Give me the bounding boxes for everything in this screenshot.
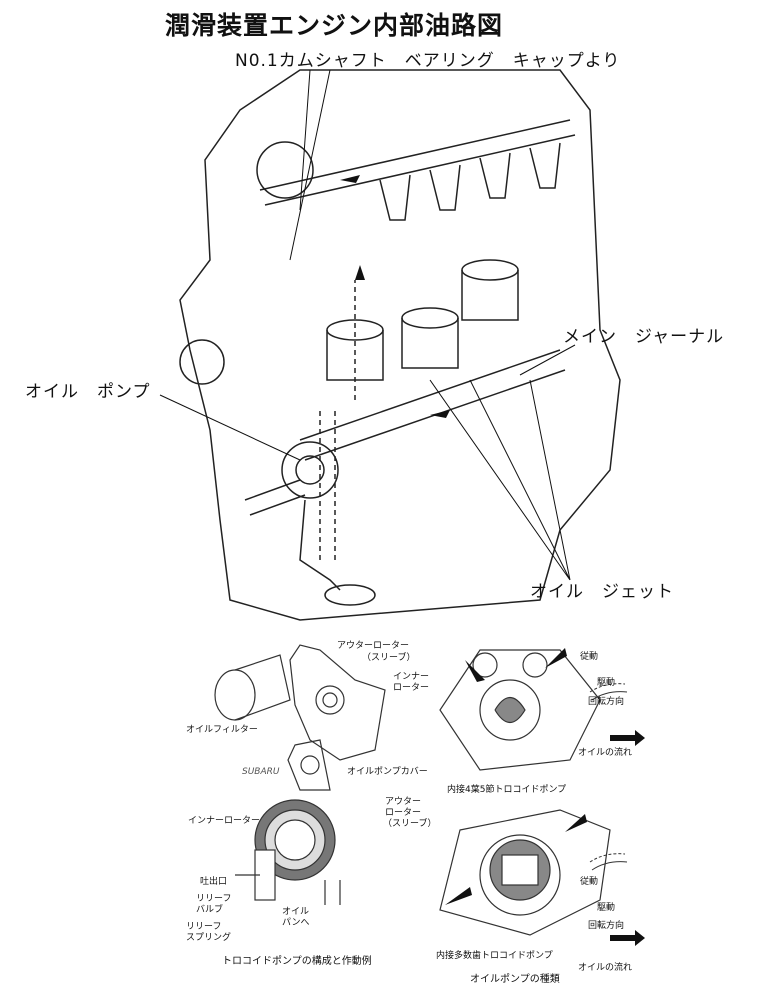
caption-trochoid-pump: トロコイドポンプの構成と作動例 xyxy=(222,956,372,967)
caption-type1-pump: 内接4葉5節トロコイドポンプ xyxy=(447,785,567,795)
label-relief-spring-1: リリーフ xyxy=(186,922,222,932)
label-outer-1: アウター xyxy=(385,797,422,807)
label-driving-1: 駆動 xyxy=(597,678,616,688)
label-driven-2: 従動 xyxy=(580,877,599,887)
page-title: 潤滑装置エンジン内部油路図 xyxy=(165,11,504,40)
label-relief-spring-2: スプリング xyxy=(186,933,232,943)
label-rotation-1: 回転方向 xyxy=(588,697,625,707)
caption-pump-types: オイルポンプの種類 xyxy=(470,974,560,985)
label-oil-filter: オイルフィルター xyxy=(186,725,258,735)
label-driving-2: 駆動 xyxy=(597,903,616,913)
label-oil-flow-1: オイルの流れ xyxy=(578,748,633,758)
label-oil-pump-cover: オイルポンプカバー xyxy=(347,767,428,777)
caption-type2-pump: 内接多数歯トロコイドポンプ xyxy=(436,951,553,961)
label-to-pan-2: パンへ xyxy=(282,918,310,928)
label-relief-valve-2: バルブ xyxy=(196,905,224,915)
label-discharge-port: 吐出口 xyxy=(200,877,228,887)
label-to-pan-1: オイル xyxy=(282,907,310,917)
label-inner-rotor: インナーローター xyxy=(188,816,261,826)
label-subaru: SUBARU xyxy=(242,767,280,777)
label-outer-rotor-sleeve: （スリーブ） xyxy=(362,653,416,663)
callout-oil-pump: オイル ポンプ xyxy=(25,382,151,402)
label-driven-1: 従動 xyxy=(580,652,599,662)
callout-main-journal: メイン ジャーナル xyxy=(563,327,725,347)
label-outer-2: ローター xyxy=(385,808,422,818)
callout-camshaft-bearing-cap: N0.1カムシャフト ベアリング キャップより xyxy=(235,51,621,71)
label-outer-rotor: アウターローター xyxy=(337,641,410,651)
label-inner-rotor-2: ローター xyxy=(393,683,430,693)
label-oil-flow-2: オイルの流れ xyxy=(578,963,633,973)
label-relief-valve-1: リリーフ xyxy=(196,894,232,904)
label-rotation-2: 回転方向 xyxy=(588,921,625,931)
engine-lubrication-diagram xyxy=(159,69,621,621)
label-inner-rotor-1: インナー xyxy=(393,672,430,682)
label-outer-3: （スリーブ） xyxy=(383,819,437,829)
callout-oil-jet: オイル ジェット xyxy=(530,582,674,602)
